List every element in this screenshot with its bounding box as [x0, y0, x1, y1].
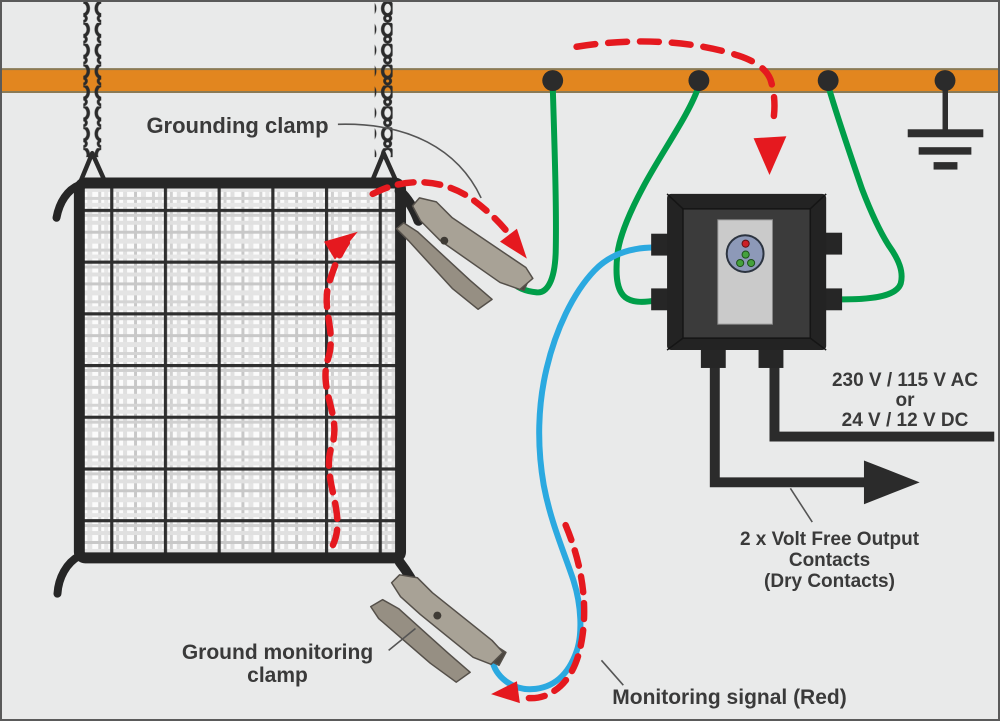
grounding-clamp-lower-jaw	[395, 222, 493, 311]
monitoring-signal-dashes	[322, 38, 778, 702]
signal-path-along-blue-wire	[515, 521, 588, 702]
power-supply-label-line2: or	[895, 390, 915, 411]
connection-dot-2	[688, 70, 710, 92]
signal-arrowhead-return-icon	[491, 681, 520, 704]
monitor-unit	[651, 193, 843, 368]
busbar-rail	[2, 68, 998, 93]
grounding-clamp-upper-arm	[411, 197, 534, 291]
mat-corner-hook-bottom-left	[53, 551, 84, 598]
grounding-mat	[52, 177, 407, 598]
grounding-clamp-pivot	[440, 236, 449, 245]
chain-right	[374, 2, 393, 158]
wire-busbar-to-monitor-right	[825, 82, 905, 303]
connection-dot-1	[542, 70, 564, 92]
signal-path-through-mat	[322, 239, 351, 549]
connection-dot-3	[817, 70, 839, 92]
led-red	[741, 239, 750, 248]
signal-path-busbar-to-monitor	[573, 38, 778, 123]
grounding-clamp	[394, 185, 534, 311]
monitoring-clamp-pivot	[433, 611, 442, 620]
earth-ground-symbol-icon	[907, 89, 984, 170]
ground-monitoring-clamp-label-line1: Ground monitoring	[181, 641, 374, 664]
output-contacts-label-line1: 2 x Volt Free Output	[739, 529, 920, 550]
signal-arrowhead-down-icon	[753, 136, 787, 176]
grounding-clamp-label: Grounding clamp	[146, 113, 329, 138]
signal-arrowhead-clamp-icon	[500, 228, 527, 259]
unit-tab-left-top	[651, 233, 670, 256]
output-arrow-icon	[863, 460, 920, 505]
ground-monitoring-clamp-label: Ground monitoring clamp	[145, 641, 410, 687]
monitoring-clamp-upper-arm	[390, 574, 504, 666]
busbar-connection-points	[542, 70, 956, 92]
power-output-lines	[709, 360, 995, 505]
led-green-top	[741, 250, 750, 259]
hanging-chains	[78, 2, 399, 185]
signal-arrowhead-mat-icon	[323, 231, 358, 260]
output-contact-line	[709, 360, 866, 488]
wire-busbar-to-grounding-clamp	[508, 82, 559, 296]
power-supply-label-line3: 24 V / 12 V DC	[841, 410, 969, 431]
output-contacts-label: 2 x Volt Free Output Contacts (Dry Conta…	[727, 529, 932, 592]
unit-bevel-lines	[666, 193, 827, 351]
power-supply-line	[769, 360, 995, 442]
unit-foot-left	[700, 346, 726, 368]
unit-tab-left-bottom	[651, 288, 670, 311]
overhead-busbar	[2, 68, 998, 93]
led-green-right	[747, 258, 756, 268]
led-green-left	[736, 258, 745, 268]
power-supply-label-line1: 230 V / 115 V AC	[831, 370, 979, 391]
pointer-output-contacts	[789, 487, 813, 523]
unit-tab-right-bottom	[824, 288, 843, 311]
mat-mesh	[82, 185, 398, 555]
mat-frame	[73, 177, 407, 564]
annotation-pointers	[337, 123, 813, 686]
pointer-ground-monitoring-clamp	[388, 627, 416, 651]
monitoring-signal-arrowheads	[323, 136, 787, 704]
ground-monitoring-clamp-label-line2: clamp	[247, 664, 308, 687]
mat-corner-hook-top-left	[52, 181, 84, 222]
output-contacts-label-line2: Contacts	[788, 550, 871, 571]
unit-tab-right-top	[824, 232, 843, 255]
unit-foot-right	[758, 346, 784, 368]
chain-left	[83, 2, 102, 158]
signal-path-mat-to-clamp	[369, 178, 520, 247]
grounding-clamp-grip-wire	[394, 185, 424, 226]
power-supply-label: 230 V / 115 V AC or 24 V / 12 V DC	[803, 370, 998, 431]
connection-dot-4	[934, 70, 956, 92]
pointer-monitoring-signal	[600, 659, 624, 686]
ground-monitoring-clamp	[369, 556, 507, 683]
monitoring-wire-blue	[489, 244, 663, 693]
output-contacts-label-line3: (Dry Contacts)	[764, 571, 895, 592]
monitoring-signal-label: Monitoring signal (Red)	[612, 686, 847, 709]
monitoring-clamp-lower-jaw	[369, 598, 471, 683]
pointer-grounding-clamp	[337, 123, 482, 199]
